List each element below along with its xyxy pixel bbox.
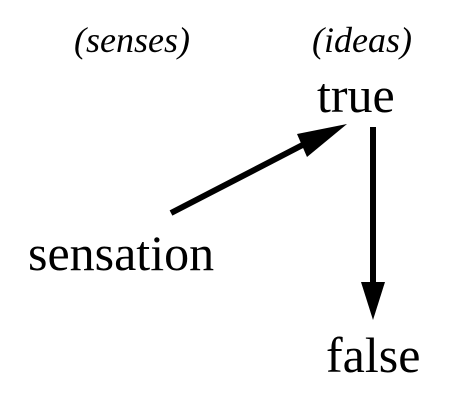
arrowhead-true-to-false [361, 282, 385, 320]
arrow-true-to-false [361, 127, 385, 320]
arrowhead-sensation-to-true [297, 124, 347, 157]
true-node-label: true [317, 67, 395, 123]
false-node-label: false [326, 327, 421, 383]
arrow-sensation-to-true [169, 124, 347, 216]
sensation-node-label: sensation [28, 225, 215, 281]
ideas-column-header: (ideas) [312, 20, 412, 60]
arrow-shaft-sensation-to-true [169, 134, 320, 216]
senses-column-header: (senses) [74, 20, 190, 60]
